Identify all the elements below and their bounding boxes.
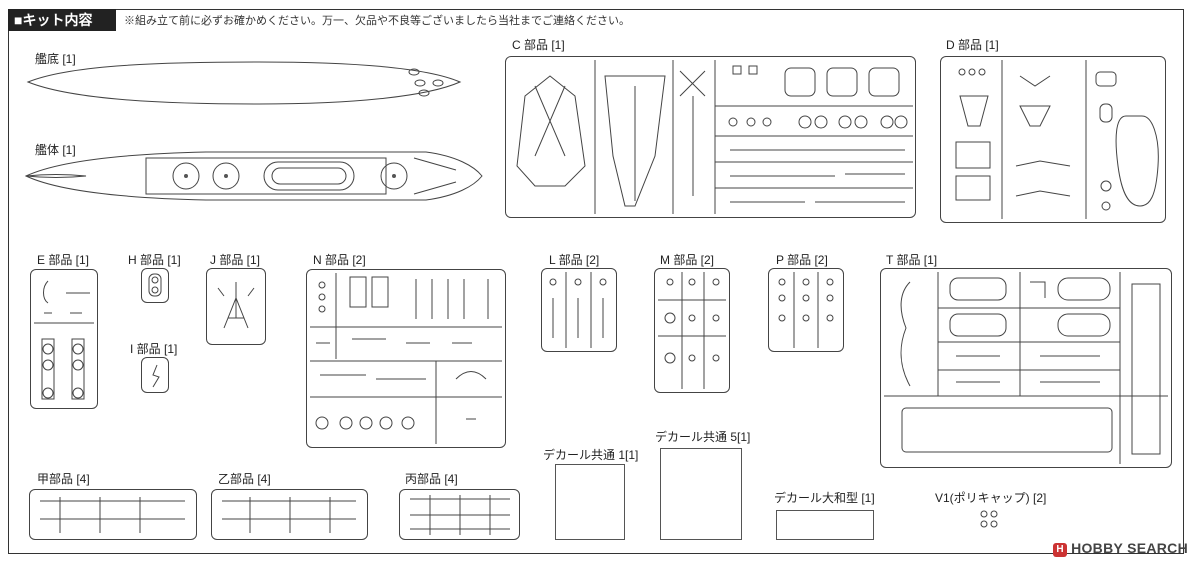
label-hei-parts: 丙部品 [4]	[405, 472, 458, 486]
j-parts-illustration	[217, 282, 255, 329]
label-decal-yamato: デカール大和型 [1]	[774, 491, 875, 505]
label-otsu-parts: 乙部品 [4]	[218, 472, 271, 486]
kit-contents-note: ※組み立て前に必ずお確かめください。万一、欠品や不良等ございましたら当社までご連…	[124, 15, 630, 27]
polycap-illustration	[980, 510, 998, 528]
p-parts-illustration	[778, 272, 834, 348]
i-parts-illustration	[152, 364, 160, 388]
label-i-parts: I 部品 [1]	[130, 342, 178, 356]
hull-bottom-illustration	[26, 61, 462, 105]
label-e-parts: E 部品 [1]	[37, 253, 90, 267]
n-parts-sprue	[306, 269, 506, 448]
h-parts-illustration	[148, 273, 162, 297]
l-parts-illustration	[549, 272, 607, 348]
t-parts-sprue	[880, 268, 1172, 468]
t-parts-illustration	[884, 272, 1168, 464]
c-parts-sprue	[505, 56, 916, 218]
label-d-parts: D 部品 [1]	[946, 38, 999, 52]
n-parts-illustration	[310, 273, 502, 444]
label-h-parts: H 部品 [1]	[128, 253, 181, 267]
kou-parts-sprue	[29, 489, 197, 540]
d-parts-sprue	[940, 56, 1166, 223]
label-hull-bottom: 艦底 [1]	[35, 52, 76, 66]
decal-yamato-sheet	[776, 510, 874, 540]
label-decal-common-5: デカール共通 5[1]	[655, 430, 751, 444]
small-runner-illustrations	[40, 495, 510, 535]
label-c-parts: C 部品 [1]	[512, 38, 565, 52]
e-parts-sprue	[30, 269, 98, 409]
label-p-parts: P 部品 [2]	[776, 253, 828, 267]
e-parts-illustration	[34, 280, 94, 400]
hull-illustration	[24, 151, 483, 201]
m-parts-sprue	[654, 268, 730, 393]
p-parts-sprue	[768, 268, 844, 352]
label-j-parts: J 部品 [1]	[210, 253, 261, 267]
d-parts-illustration	[955, 60, 1159, 219]
m-parts-illustration	[658, 272, 726, 389]
kit-contents-title: ■キット内容	[8, 9, 116, 31]
label-t-parts: T 部品 [1]	[886, 253, 938, 267]
label-m-parts: M 部品 [2]	[660, 253, 715, 267]
label-l-parts: L 部品 [2]	[549, 253, 600, 267]
decal-common-1-sheet	[555, 464, 625, 540]
label-decal-common-1: デカール共通 1[1]	[543, 448, 639, 462]
label-polycap: V1(ポリキャップ) [2]	[935, 491, 1047, 505]
label-n-parts: N 部品 [2]	[313, 253, 366, 267]
kit-contents-frame	[8, 9, 1184, 554]
hobby-search-logo-icon: H	[1053, 543, 1068, 557]
decal-common-5-sheet	[660, 448, 742, 540]
label-kou-parts: 甲部品 [4]	[37, 472, 90, 486]
i-parts-sprue	[141, 357, 169, 393]
c-parts-illustration	[516, 60, 913, 214]
label-hull: 艦体 [1]	[35, 143, 76, 157]
l-parts-sprue	[541, 268, 617, 352]
